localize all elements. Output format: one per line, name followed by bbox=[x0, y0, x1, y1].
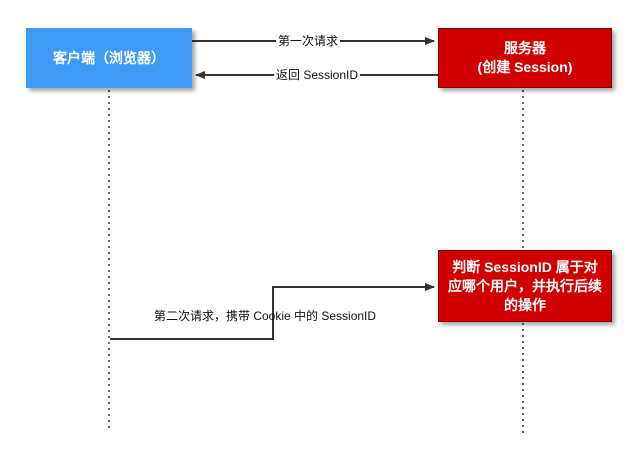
server-label-line2: (创建 Session) bbox=[477, 59, 573, 75]
second-request-arrow bbox=[110, 283, 435, 340]
client-label: 客户端（浏览器） bbox=[53, 49, 165, 66]
first-request-label: 第一次请求 bbox=[276, 34, 341, 48]
client-box: 客户端（浏览器） bbox=[26, 28, 192, 88]
judge-session-box: 判断 SessionID 属于对应哪个用户，并执行后续的操作 bbox=[438, 250, 612, 322]
server-box: 服务器 (创建 Session) bbox=[438, 28, 612, 88]
judge-session-label: 判断 SessionID 属于对应哪个用户，并执行后续的操作 bbox=[448, 258, 602, 313]
server-label-line1: 服务器 bbox=[504, 40, 546, 56]
return-session-id-label: 返回 SessionID bbox=[274, 68, 361, 82]
second-request-label: 第二次请求，携带 Cookie 中的 SessionID bbox=[154, 309, 377, 323]
server-label: 服务器 (创建 Session) bbox=[478, 39, 573, 77]
